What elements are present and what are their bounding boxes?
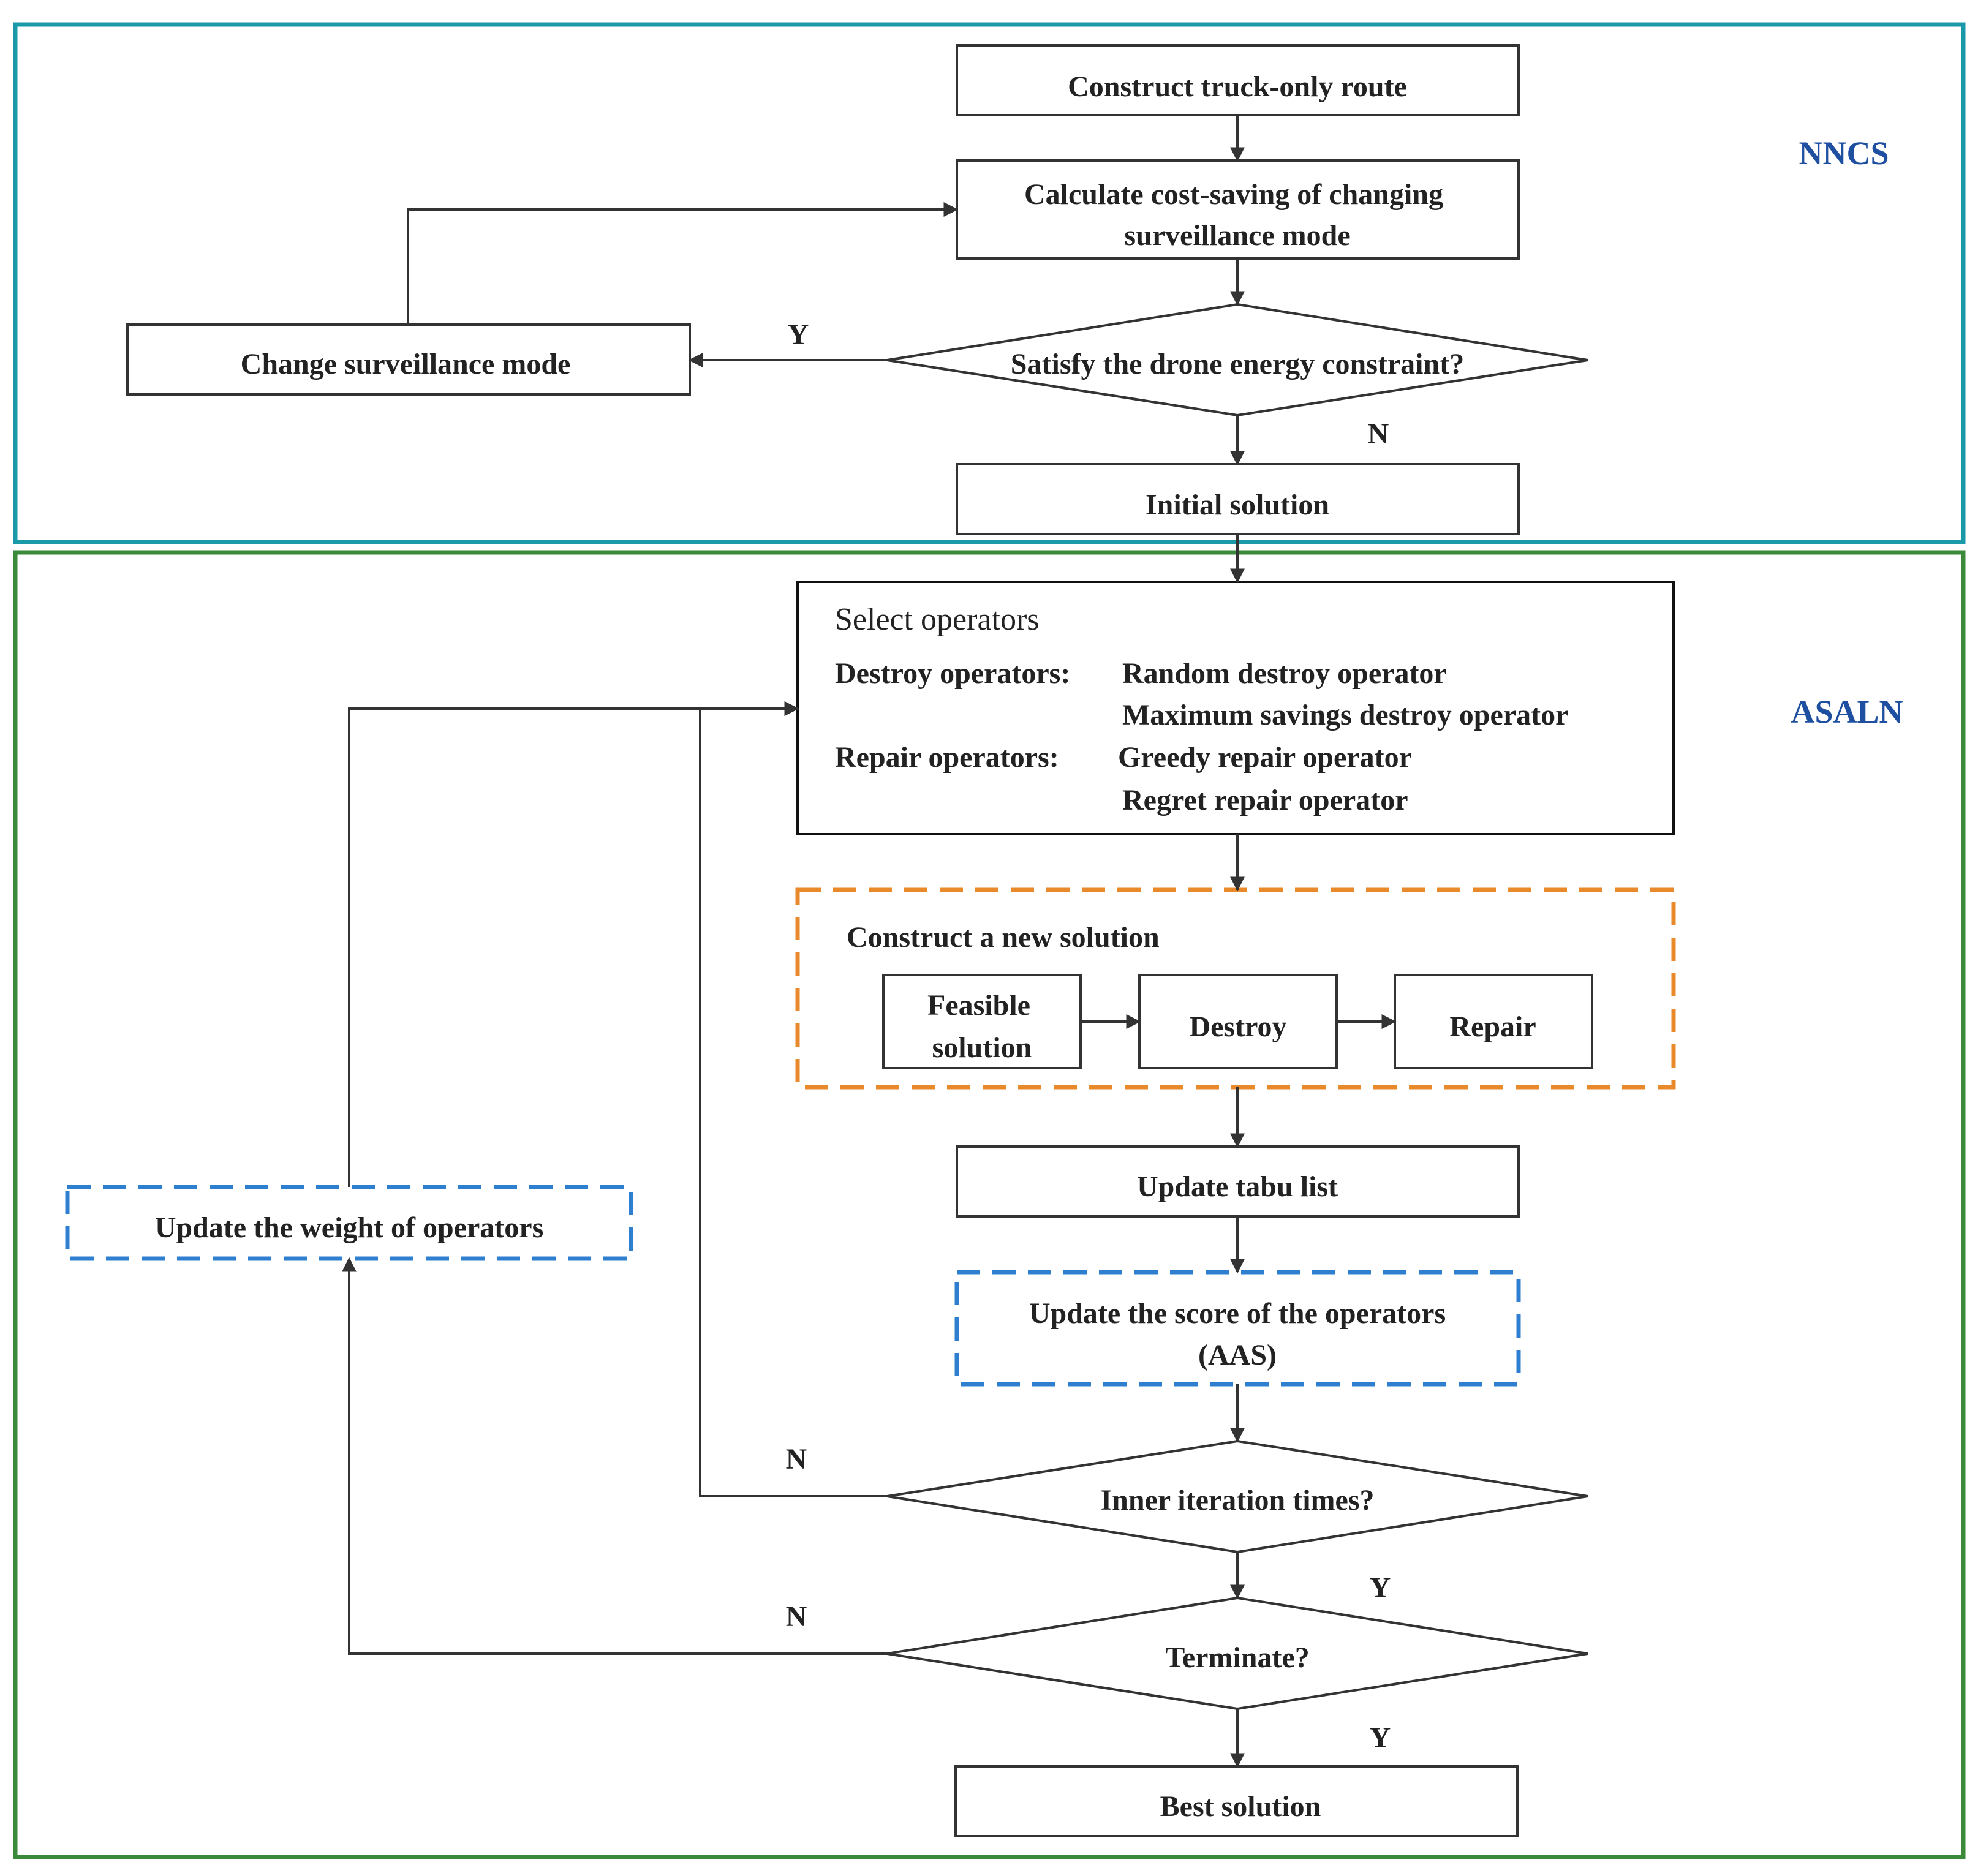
change-surveillance-mode-label: Change surveillance mode: [241, 348, 571, 380]
update-score-line1: Update the score of the operators: [1029, 1297, 1446, 1330]
edge-terminate-no-to-weight: [342, 1257, 887, 1655]
asaln-section-label: ASALN: [1791, 693, 1903, 730]
update-weight-label: Update the weight of operators: [155, 1211, 544, 1244]
construct-new-solution-label: Construct a new solution: [847, 921, 1160, 954]
update-score-frame: [954, 1270, 1521, 1387]
repair-operator-greedy: Greedy repair operator: [1118, 741, 1412, 774]
calc-cost-saving-line2: surveillance mode: [1124, 219, 1350, 252]
energy-constraint-label: Satisfy the drone energy constraint?: [1011, 348, 1464, 380]
inner-iteration-label: Inner iteration times?: [1100, 1484, 1374, 1516]
destroy-operators-label: Destroy operators:: [835, 657, 1070, 690]
feasible-solution-line2: solution: [932, 1031, 1032, 1064]
nncs-section-frame: [13, 22, 1966, 544]
repair-label: Repair: [1449, 1011, 1536, 1043]
terminate-no-label: N: [786, 1600, 807, 1633]
update-score-line2: (AAS): [1198, 1339, 1277, 1371]
destroy-label: Destroy: [1189, 1011, 1286, 1043]
construct-truck-route-box: [956, 44, 1520, 116]
select-operators-title: Select operators: [835, 602, 1040, 637]
edge-weight-to-select: [348, 701, 799, 1187]
feasible-solution-line1: Feasible: [927, 989, 1030, 1022]
repair-operator-regret: Regret repair operator: [1122, 784, 1408, 816]
destroy-operator-random: Random destroy operator: [1122, 657, 1447, 690]
construct-truck-route-label: Construct truck-only route: [1068, 70, 1407, 103]
feasible-solution-box: [882, 974, 1082, 1069]
inner-no-label: N: [786, 1443, 807, 1475]
energy-yes-label: Y: [788, 318, 809, 351]
destroy-box: [1138, 974, 1338, 1069]
repair-box: [1394, 974, 1593, 1069]
nncs-section-label: NNCS: [1799, 135, 1889, 171]
repair-operators-label: Repair operators:: [835, 741, 1059, 774]
update-tabu-list-label: Update tabu list: [1137, 1170, 1338, 1203]
energy-no-label: N: [1368, 418, 1389, 450]
initial-solution-label: Initial solution: [1146, 489, 1329, 521]
best-solution-box: [954, 1765, 1519, 1837]
destroy-operator-max-savings: Maximum savings destroy operator: [1122, 699, 1568, 731]
terminate-yes-label: Y: [1370, 1722, 1391, 1754]
select-operators-box: [796, 581, 1675, 835]
change-surveillance-mode-box: [126, 323, 691, 396]
asaln-section-frame: [13, 550, 1966, 1859]
best-solution-label: Best solution: [1160, 1790, 1321, 1823]
terminate-label: Terminate?: [1165, 1641, 1310, 1674]
edge-change-to-calc: [407, 202, 959, 325]
calc-cost-saving-line1: Calculate cost-saving of changing: [1024, 178, 1443, 211]
inner-yes-label: Y: [1370, 1572, 1391, 1604]
